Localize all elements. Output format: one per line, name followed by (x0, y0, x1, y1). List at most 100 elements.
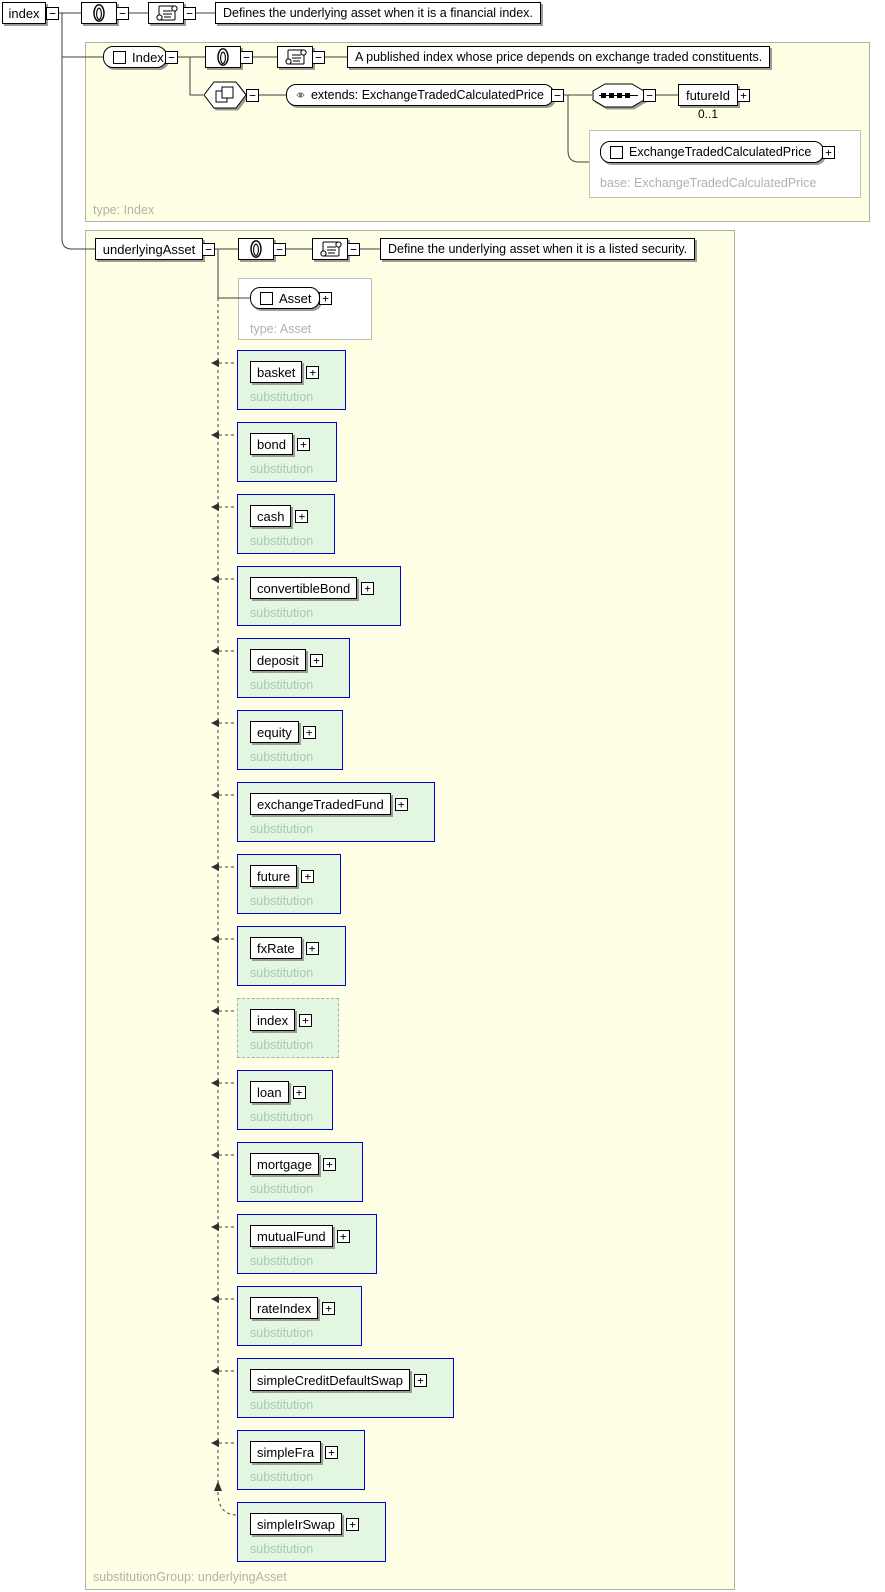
substitution-caption: substitution (250, 1398, 314, 1412)
capsule-label: ExchangeTradedCalculatedPrice (629, 145, 812, 159)
collapse-toggle[interactable]: − (46, 7, 59, 20)
substitution-box: simpleFra+ substitution (237, 1430, 366, 1490)
element-square-icon (260, 291, 273, 305)
substitution-element[interactable]: cash (250, 505, 292, 527)
documentation-node[interactable] (277, 46, 313, 68)
substitution-element[interactable]: simpleCreditDefaultSwap (250, 1369, 410, 1391)
derived-by-icon[interactable] (203, 81, 247, 109)
extends-capsule[interactable]: extends: ExchangeTradedCalculatedPrice (286, 84, 554, 106)
substitution-element[interactable]: convertibleBond (250, 577, 358, 599)
collapse-toggle[interactable]: − (551, 89, 564, 102)
substitution-box: bond+ substitution (237, 422, 337, 482)
substitution-caption: substitution (250, 966, 314, 980)
expand-toggle[interactable]: + (361, 582, 375, 595)
substitution-element[interactable]: simpleFra (250, 1441, 322, 1463)
expand-toggle[interactable]: + (325, 1446, 339, 1459)
collapse-toggle[interactable]: − (116, 7, 129, 20)
collapse-toggle[interactable]: − (183, 7, 196, 20)
extends-label: extends: ExchangeTradedCalculatedPrice (310, 88, 544, 102)
substitution-box: exchangeTradedFund+ substitution (237, 782, 435, 842)
expand-toggle[interactable]: + (301, 870, 315, 883)
substitution-element[interactable]: index (250, 1009, 296, 1031)
element-square-icon (610, 145, 623, 159)
substitution-box: convertibleBond+ substitution (237, 566, 402, 626)
substitution-element[interactable]: exchangeTradedFund (250, 793, 391, 815)
expand-toggle[interactable]: + (299, 1014, 313, 1027)
substitution-box: loan+ substitution (237, 1070, 333, 1130)
substitution-group-caption: substitutionGroup: underlyingAsset (93, 1570, 287, 1584)
capsule-label: Index (132, 49, 164, 65)
substitution-caption: substitution (250, 1254, 314, 1268)
capsule-label: Asset (279, 290, 312, 306)
paperclip-icon (93, 4, 105, 22)
collapse-toggle[interactable]: − (202, 243, 215, 256)
substitution-element[interactable]: bond (250, 433, 293, 455)
substitution-element[interactable]: simpleIrSwap (250, 1513, 343, 1535)
substitution-element[interactable]: mortgage (250, 1153, 319, 1175)
substitution-element[interactable]: basket (250, 361, 303, 383)
expand-toggle[interactable]: + (302, 726, 316, 739)
substitution-box: rateIndex+ substitution (237, 1286, 363, 1346)
expand-toggle[interactable]: + (413, 1374, 427, 1387)
expand-toggle[interactable]: + (309, 654, 323, 667)
expand-toggle[interactable]: + (295, 510, 309, 523)
substitution-box: mortgage+ substitution (237, 1142, 363, 1202)
expand-toggle[interactable]: + (305, 942, 319, 955)
substitution-element[interactable]: fxRate (250, 937, 302, 959)
annotation-node[interactable] (205, 46, 241, 68)
annotation-node[interactable] (81, 2, 117, 24)
annotation-text: Define the underlying asset when it is a… (380, 238, 696, 260)
expand-toggle[interactable]: + (292, 1086, 306, 1099)
substitution-box: deposit+ substitution (237, 638, 350, 698)
collapse-toggle[interactable]: − (240, 51, 253, 64)
substitution-element[interactable]: deposit (250, 649, 306, 671)
collapse-toggle[interactable]: − (347, 243, 360, 256)
substitution-box: mutualFund+ substitution (237, 1214, 377, 1274)
substitution-element[interactable]: loan (250, 1081, 289, 1103)
collapse-toggle[interactable]: − (312, 51, 325, 64)
expand-toggle[interactable]: + (394, 798, 408, 811)
expand-toggle[interactable]: + (319, 292, 332, 305)
base-caption: base: ExchangeTradedCalculatedPrice (600, 176, 817, 190)
paperclip-icon (217, 48, 229, 66)
documentation-node[interactable] (148, 2, 184, 24)
expand-toggle[interactable]: + (336, 1230, 350, 1243)
expand-toggle[interactable]: + (322, 1158, 336, 1171)
substitution-element[interactable]: mutualFund (250, 1225, 333, 1247)
substitution-caption: substitution (250, 462, 314, 476)
root-element-node[interactable]: index (2, 2, 46, 24)
collapse-toggle[interactable]: − (165, 51, 178, 64)
occurrence-label: 0..1 (697, 107, 718, 121)
scroll-icon (285, 49, 307, 65)
expand-toggle[interactable]: + (322, 1302, 336, 1315)
asset-type-node[interactable]: Asset (250, 287, 320, 309)
scroll-icon (156, 5, 178, 21)
base-element-node[interactable]: ExchangeTradedCalculatedPrice (600, 141, 824, 163)
substitution-caption: substitution (250, 1038, 314, 1052)
substitution-element[interactable]: future (250, 865, 298, 887)
collapse-toggle[interactable]: − (246, 89, 259, 102)
element-underlyingasset[interactable]: underlyingAsset (95, 238, 203, 260)
type-caption: type: Asset (250, 322, 312, 336)
documentation-node[interactable] (312, 238, 348, 260)
sequence-icon[interactable] (592, 83, 645, 108)
extension-triangles-icon (296, 92, 305, 98)
substitution-box: basket+ substitution (237, 350, 347, 410)
element-square-icon (113, 50, 126, 64)
expand-toggle[interactable]: + (306, 366, 320, 379)
substitution-box: future+ substitution (237, 854, 342, 914)
expand-toggle[interactable]: + (737, 89, 750, 102)
collapse-toggle[interactable]: − (273, 243, 286, 256)
expand-toggle[interactable]: + (296, 438, 310, 451)
substitution-box-current: index+ substitution (237, 998, 340, 1058)
element-futureid[interactable]: futureId (678, 84, 738, 106)
annotation-node[interactable] (238, 238, 274, 260)
complextype-index-node[interactable]: Index (103, 46, 167, 68)
collapse-toggle[interactable]: − (643, 89, 656, 102)
expand-toggle[interactable]: + (822, 146, 835, 159)
substitution-caption: substitution (250, 822, 314, 836)
substitution-element[interactable]: rateIndex (250, 1297, 319, 1319)
expand-toggle[interactable]: + (346, 1518, 360, 1531)
substitution-element[interactable]: equity (250, 721, 299, 743)
